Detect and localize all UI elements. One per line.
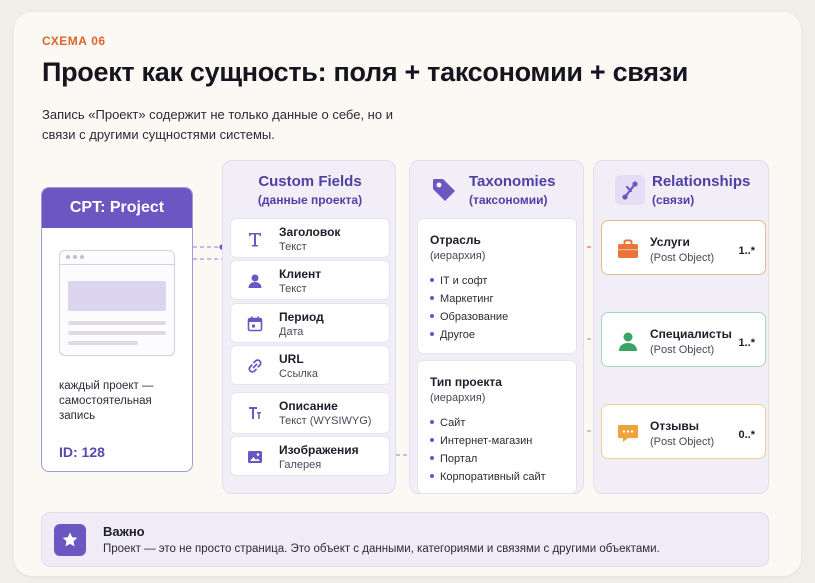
field-client: Клиент Текст (230, 260, 390, 300)
note-text: Проект — это не просто страница. Это объ… (103, 543, 660, 555)
browser-window-icon (59, 250, 175, 356)
person-icon (616, 329, 640, 353)
relationships-title: Relationships (652, 173, 751, 190)
field-type: Текст (279, 241, 307, 253)
field-name: Заголовок (279, 225, 341, 239)
taxonomy-term: Корпоративный сайт (430, 471, 546, 483)
field-description: Описание Текст (WYSIWYG) (230, 392, 390, 434)
relationship-cardinality: 0..* (738, 429, 755, 441)
taxonomy-hint: (иерархия) (430, 250, 486, 262)
relationship-reviews: Отзывы (Post Object) 0..* (601, 404, 766, 459)
link-icon (244, 355, 266, 377)
taxonomy-name: Отрасль (430, 233, 481, 247)
relationship-type: (Post Object) (650, 436, 715, 448)
relationship-icon (615, 175, 645, 205)
taxonomies-header: Taxonomies (таксономии) (410, 173, 585, 207)
taxonomy-term: Портал (430, 453, 477, 465)
briefcase-icon (616, 237, 640, 261)
relationship-name: Услуги (650, 235, 690, 249)
taxonomy-term: IT и софт (430, 275, 487, 287)
field-type: Дата (279, 326, 304, 338)
field-type: Текст (WYSIWYG) (279, 415, 372, 427)
field-type: Галерея (279, 459, 322, 471)
star-icon (54, 524, 86, 556)
field-name: URL (279, 352, 304, 366)
taxonomy-term: Сайт (430, 417, 465, 429)
person-icon (244, 270, 266, 292)
taxonomies-title: Taxonomies (469, 173, 556, 190)
relationship-type: (Post Object) (650, 252, 715, 264)
tag-icon (429, 175, 459, 205)
field-name: Клиент (279, 267, 322, 281)
taxonomy-name: Тип проекта (430, 375, 502, 389)
taxonomies-column: Taxonomies (таксономии) Отрасль (иерархи… (409, 160, 584, 494)
custom-fields-header: Custom Fields (данные проекта) (223, 173, 397, 207)
text-icon (244, 228, 266, 250)
important-note: Важно Проект — это не просто страница. Э… (41, 512, 769, 567)
taxonomy-term: Образование (430, 311, 508, 323)
relationships-column: Relationships (связи) Услуги (Post Objec… (593, 160, 769, 494)
field-type: Текст (279, 283, 307, 295)
taxonomy-term: Другое (430, 329, 475, 341)
taxonomy-industry: Отрасль (иерархия) IT и софт Маркетинг О… (417, 218, 577, 354)
image-icon (244, 446, 266, 468)
relationship-specialists: Специалисты (Post Object) 1..* (601, 312, 766, 367)
field-name: Период (279, 310, 324, 324)
page-title: Проект как сущность: поля + таксономии +… (42, 57, 689, 87)
cpt-id: ID: 128 (59, 444, 105, 460)
relationship-cardinality: 1..* (738, 337, 755, 349)
field-title: Заголовок Текст (230, 218, 390, 258)
custom-fields-subtitle: (данные проекта) (257, 193, 363, 207)
cpt-title: CPT: Project (42, 188, 192, 228)
field-period: Период Дата (230, 303, 390, 343)
page-subtitle: Запись «Проект» содержит не только данны… (42, 107, 393, 142)
taxonomy-term: Маркетинг (430, 293, 493, 305)
taxonomies-subtitle: (таксономии) (469, 193, 548, 207)
field-url: URL Ссылка (230, 345, 390, 385)
paragraph-icon (244, 402, 266, 424)
relationship-type: (Post Object) (650, 344, 715, 356)
relationships-subtitle: (связи) (652, 193, 695, 207)
relationship-name: Отзывы (650, 419, 700, 433)
custom-fields-title: Custom Fields (258, 173, 362, 190)
relationship-cardinality: 1..* (738, 245, 755, 257)
field-name: Описание (279, 399, 338, 413)
taxonomy-hint: (иерархия) (430, 392, 486, 404)
relationship-services: Услуги (Post Object) 1..* (601, 220, 766, 275)
taxonomy-project-type: Тип проекта (иерархия) Сайт Интернет-маг… (417, 360, 577, 494)
taxonomy-term: Интернет-магазин (430, 435, 532, 447)
note-title: Важно (103, 524, 145, 539)
field-name: Изображения (279, 443, 359, 457)
cpt-project-card: CPT: Project каждый проект — самостоятел… (41, 187, 193, 472)
field-type: Ссылка (279, 368, 318, 380)
chat-icon (616, 421, 640, 445)
relationship-name: Специалисты (650, 327, 732, 341)
cpt-description: каждый проект — самостоятельная запись (59, 380, 154, 422)
field-images: Изображения Галерея (230, 436, 390, 476)
relationships-header: Relationships (связи) (594, 173, 770, 207)
calendar-icon (244, 313, 266, 335)
schema-eyebrow: СХЕМА 06 (42, 34, 106, 48)
custom-fields-column: Custom Fields (данные проекта) Заголовок… (222, 160, 396, 494)
